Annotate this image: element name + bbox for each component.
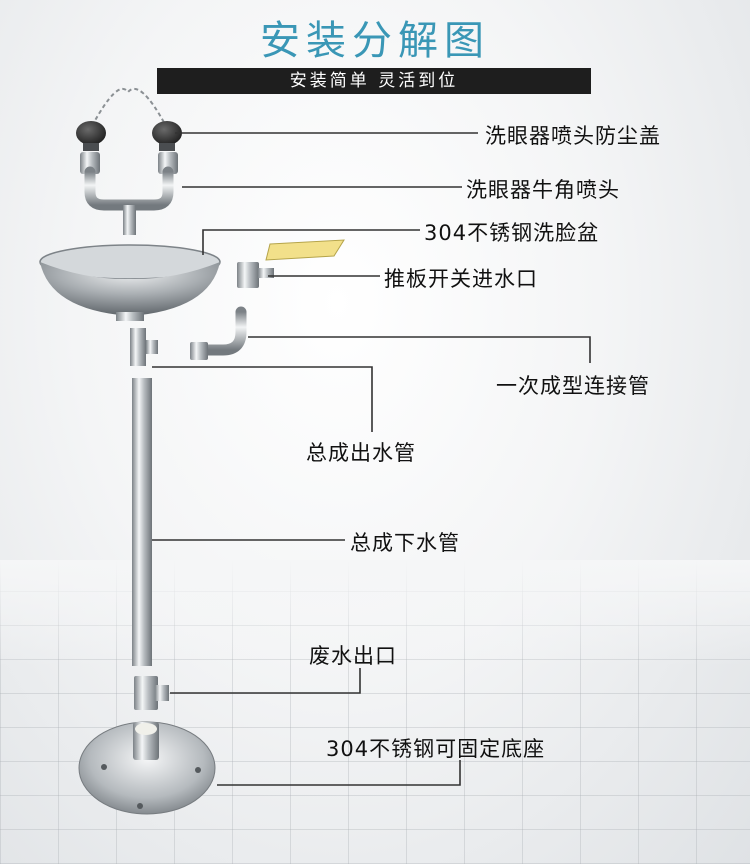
waste-outlet-tee-icon [134,676,169,710]
subtitle-bar: 安装简单 灵活到位 [157,68,591,94]
leader-line-base [217,760,461,786]
base-icon [78,721,216,815]
leader-line-connector [248,336,591,363]
label-connector-pipe: 一次成型连接管 [496,374,650,398]
push-plate-valve-icon [237,239,345,288]
leader-line-basin [202,229,420,255]
drain-pipe-icon [132,378,152,666]
leader-line-waste-outlet [170,668,361,694]
outlet-tee-icon [130,328,158,366]
page-title: 安装分解图 [260,18,490,64]
leader-lines [152,132,591,786]
label-waste-outlet: 废水出口 [309,644,397,668]
label-base: 304不锈钢可固定底座 [326,737,546,761]
label-dust-cap: 洗眼器喷头防尘盖 [485,124,661,148]
label-drain-pipe: 总成下水管 [350,531,460,555]
label-push-valve-inlet: 推板开关进水口 [384,267,538,291]
floor-grid-background [0,560,750,864]
label-horn-nozzle: 洗眼器牛角喷头 [466,178,620,202]
label-basin: 304不锈钢洗脸盆 [424,221,600,245]
leader-line-outlet-pipe [152,366,373,432]
dust-cap-left-icon [76,121,106,151]
basin-icon [39,244,221,321]
horn-nozzle-icon [80,152,178,235]
connector-elbow-icon [190,306,247,360]
dust-cap-right-icon [152,121,182,151]
dust-cap-chain [91,87,167,127]
label-outlet-pipe: 总成出水管 [306,441,416,465]
